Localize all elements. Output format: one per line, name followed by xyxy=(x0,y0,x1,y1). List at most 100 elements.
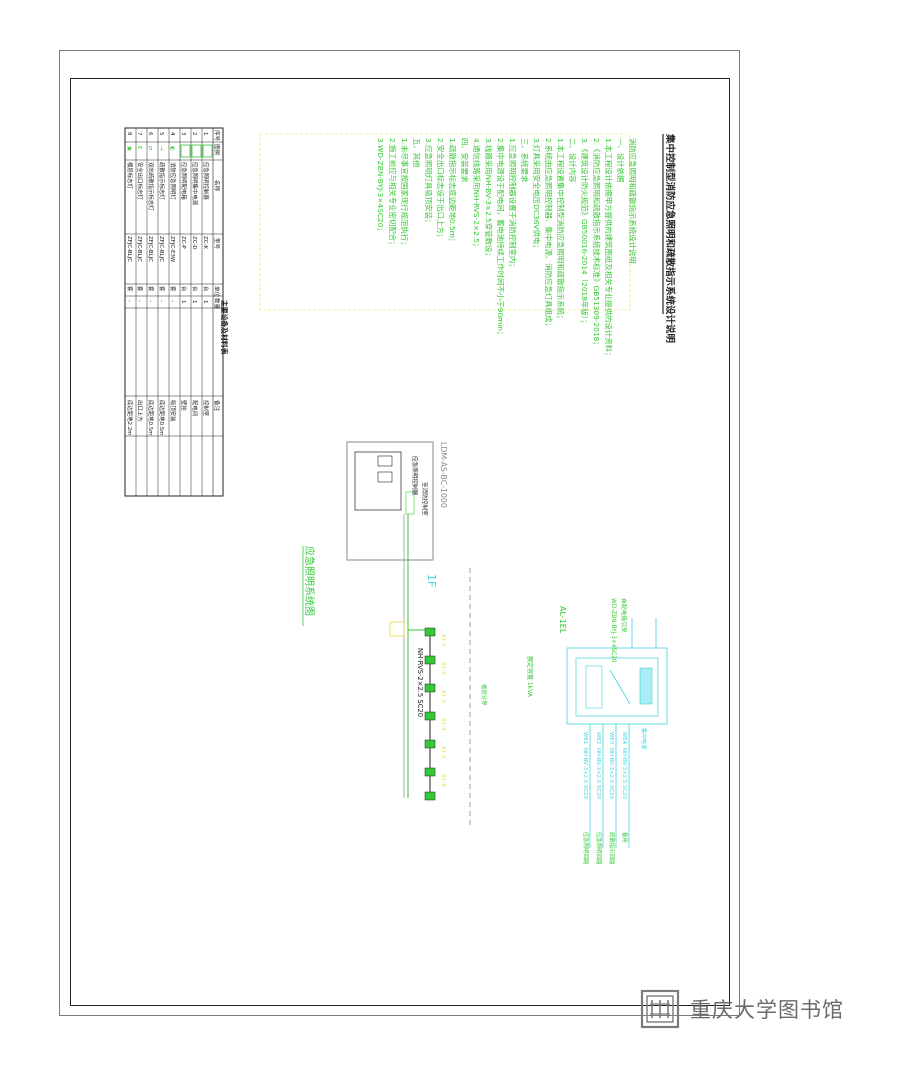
legend-cell: - xyxy=(147,300,153,302)
capacity-label-group: 额定容量 1kVA xyxy=(526,656,534,698)
legend-cell: ⇄ xyxy=(147,146,153,151)
legend-cell: 双向疏散指示标志灯 xyxy=(147,162,155,211)
note-line-16: 2.安全出口标志设于出口上方； xyxy=(436,138,445,241)
circuit-cable: NH-BV-3×2.5 SC20 xyxy=(595,748,601,800)
legend-cell: - xyxy=(169,300,175,302)
note-line-3: 2.《消防应急照明和疏散指示系统技术标准》GB51309-2018； xyxy=(592,138,601,349)
luminaire-icon xyxy=(424,791,436,801)
legend-cell: 套 xyxy=(136,286,144,292)
legend-cell: 安全出口标志灯 xyxy=(136,162,144,200)
legend-cell: 台 xyxy=(180,286,188,291)
outgoing-circuit-1: WE2 NH-BV-3×2.5 SC20 应急照明回路 xyxy=(595,732,603,865)
legend-cell: ZFJC-BLJC xyxy=(136,236,142,262)
legend-cell: - xyxy=(158,300,164,302)
box-label: AL-1EL xyxy=(558,606,567,634)
legend-cell: 应急照明配电箱 xyxy=(180,162,188,200)
legend-header-col-2: 名称 xyxy=(213,180,221,192)
dashed-note-group: 楼层分界 xyxy=(480,684,488,706)
legend-cell: 楼层标志灯 xyxy=(126,162,134,190)
dashed-note: 楼层分界 xyxy=(480,684,488,706)
branch-labels: A1-1 A1-2 A1-3 A1-4 A1-5 A1-6 xyxy=(440,634,446,787)
drawing-canvas: 集中控制型消防应急照明和疏散指示系统设计说明 消防应急照明和疏散指示系统设计说明… xyxy=(124,127,676,865)
legend-cell: 5 xyxy=(158,132,164,135)
note-line-5: 二、设计内容 xyxy=(568,138,577,183)
floor-label-group: 1F xyxy=(425,574,438,587)
legend-cell: 配电间 xyxy=(191,400,199,416)
note-line-12: 3.线路采用NH-BV-3×2.5穿管敷设； xyxy=(484,138,493,260)
incoming-label: 自配电箱引来 xyxy=(620,598,628,633)
library-seal-icon xyxy=(640,989,680,1029)
note-line-2: 1.本工程设计依据甲方提供的建筑图纸及相关专业提供的设计资料； xyxy=(604,138,613,359)
notes-box xyxy=(259,133,631,311)
sheet-outer-border xyxy=(59,50,740,1016)
source-label-group: 至消防控制室 xyxy=(421,482,429,516)
junction-box xyxy=(389,621,405,637)
circuit-dest: 应急照明回路 xyxy=(595,832,603,865)
legend-header-col-5: 数量 xyxy=(213,298,221,310)
cable-label: NH-RVS-2×2.5 SC20 xyxy=(416,648,424,717)
library-watermark: 重庆大学图书馆 xyxy=(640,988,844,1030)
outgoing-circuit-3: WE4 NH-BV-3×2.5 SC20 备用 xyxy=(621,732,629,843)
circuit-dest: 备用 xyxy=(621,832,629,843)
distribution-box xyxy=(566,647,668,725)
note-line-4: 3.《建筑设计防火规范》GB50016-2014（2018年版）； xyxy=(580,138,589,327)
incoming-label: WD-ZBN-BYJ-3×4SC20 xyxy=(610,598,616,663)
legend-header-col-3: 型号 xyxy=(213,238,221,250)
legend-cell: - xyxy=(126,300,132,302)
legend-cell: 1 xyxy=(191,300,197,303)
legend-cell: 1 xyxy=(202,300,208,303)
legend-cell: E xyxy=(136,146,142,150)
note-line-19: 1.未尽事宜按国家现行规范执行； xyxy=(400,138,409,249)
legend-cell: 套 xyxy=(158,286,166,292)
legend-cell: 套 xyxy=(147,286,155,292)
drawing-title-group: 集中控制型消防应急照明和疏散指示系统设计说明 xyxy=(662,133,676,344)
luminaire-chain xyxy=(424,627,436,801)
box-label-group: AL-1EL xyxy=(558,606,567,634)
legend-cell: 底边距地2.2m xyxy=(126,400,134,435)
luminaire-icon xyxy=(424,683,436,693)
circuit-cable: NH-BV-3×2.5 SC20 xyxy=(582,748,588,800)
circuit-dest: 疏散指示回路 xyxy=(608,832,616,865)
note-line-13: 4.通信线路采用NH-RVS-2×2.5； xyxy=(472,138,481,250)
outgoing-circuit-2: WE3 NH-BV-3×2.5 SC20 疏散指示回路 xyxy=(608,732,616,865)
legend-symbol-swatch xyxy=(202,144,213,158)
legend-row-4: 5 → 疏散指示标志灯 ZFJC-BLJC 套 - 底边距地0.5m xyxy=(158,132,166,435)
legend-row-1: 2 应急照明集中电源 ZC-D 台 1 配电间 xyxy=(191,132,199,416)
luminaire-icon xyxy=(424,627,436,637)
branch-label: A1-5 xyxy=(440,746,446,759)
luminaire-icon xyxy=(424,767,436,777)
panel-label-group: 应急照明控制器 xyxy=(411,456,419,496)
luminaire-icon xyxy=(424,711,436,721)
note-line-17: 3.应急照明灯具吸顶安装； xyxy=(424,138,433,226)
circuit-id: WE2 xyxy=(595,732,601,744)
branch-label: A1-2 xyxy=(440,662,446,675)
note-line-6: 1.本工程设置集中控制型消防应急照明和疏散指示系统； xyxy=(556,138,565,322)
legend-cell: ZC-P xyxy=(180,236,186,249)
legend-cell: 1 xyxy=(180,300,186,303)
legend-row-3: 4 ◐ 消防应急照明灯 ZFJC-E3W 套 - 吸顶安装 xyxy=(169,132,177,422)
note-line-15: 1.疏散指示标志底边距地0.5m； xyxy=(448,138,457,245)
legend-row-6: 7 E 安全出口标志灯 ZFJC-BLJC 套 - 出口上方 xyxy=(136,132,144,422)
source-label: 至消防控制室 xyxy=(421,482,429,516)
branch-label: A1-6 xyxy=(440,774,446,787)
legend-title: 主要设备及材料表 xyxy=(220,300,229,355)
luminaire-icon xyxy=(424,655,436,665)
legend-row-0: 1 应急照明控制器 ZC-K 台 1 控制室 xyxy=(202,132,210,417)
controller-model-label: LDM-AS-BC-1000 xyxy=(439,442,448,508)
note-line-20: 2.施工前应与相关专业密切配合； xyxy=(388,138,397,249)
legend-cell: 4 xyxy=(169,132,175,136)
watermark-text: 重庆大学图书馆 xyxy=(690,998,844,1022)
legend-cell: ZFJC-BLJC xyxy=(158,236,164,262)
cable-label-group: NH-RVS-2×2.5 SC20 xyxy=(416,648,424,717)
note-line-18: 五、其他 xyxy=(412,138,421,168)
legend-table xyxy=(124,127,224,497)
legend-cell: 3 xyxy=(180,132,186,135)
legend-cell: - xyxy=(136,300,142,302)
circuit-id: WE4 xyxy=(621,732,627,745)
legend-cell: 消防应急照明灯 xyxy=(169,162,177,200)
note-line-21: 3.WD-ZBN-BYJ-3×4SC20； xyxy=(376,138,385,235)
branch-label: A1-3 xyxy=(440,690,446,703)
circuit-cable: NH-BV-3×2.5 SC20 xyxy=(608,748,614,800)
breaker-label: 集中电源 xyxy=(640,728,648,750)
branch-label: A1-1 xyxy=(440,634,446,647)
